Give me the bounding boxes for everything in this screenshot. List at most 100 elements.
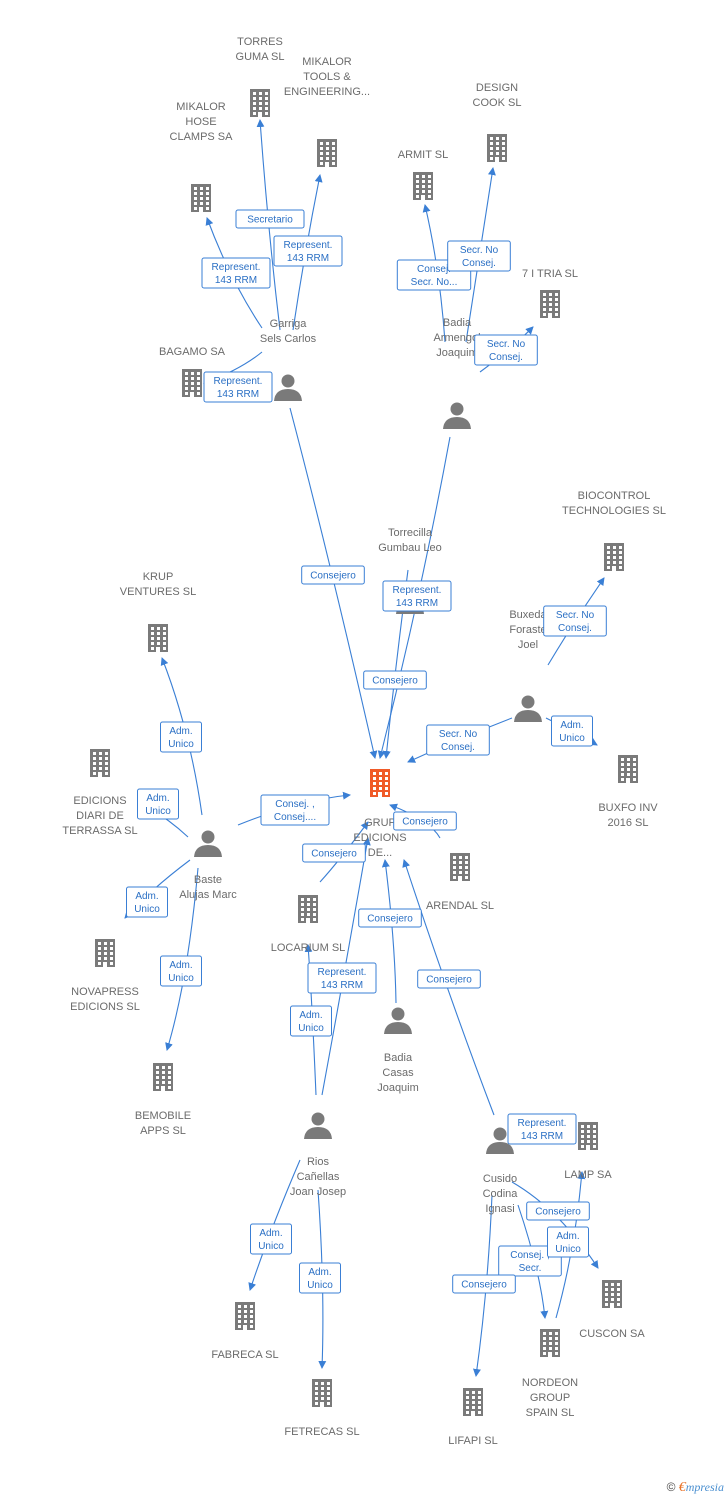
node-label: HOSE xyxy=(185,116,216,128)
node-label: BUXFO INV xyxy=(598,802,658,814)
edge-label: Consejero xyxy=(452,1274,516,1294)
node-arendal[interactable]: ARENDAL SL xyxy=(426,853,494,912)
edge-label-text: Secr. No xyxy=(439,729,478,740)
edge-label: Consejero xyxy=(302,843,366,863)
node-label: Torrecilla xyxy=(388,527,433,539)
edge-label-text: Secr. No... xyxy=(411,277,458,288)
node-fabreca[interactable]: FABRECA SL xyxy=(211,1302,279,1361)
building-icon xyxy=(182,369,202,397)
node-label: EDICIONS SL xyxy=(70,1001,140,1013)
edge-label-text: Unico xyxy=(307,1280,333,1291)
person-icon xyxy=(274,374,302,401)
building-icon xyxy=(235,1302,255,1330)
edge-label-text: Unico xyxy=(168,973,194,984)
node-label: GUMA SL xyxy=(236,51,285,63)
edge-label-text: Adm. xyxy=(556,1231,579,1242)
edge-cusido-to-grup xyxy=(402,859,495,1116)
node-label: TORRES xyxy=(237,36,283,48)
node-cuscon[interactable]: CUSCON SA xyxy=(579,1280,645,1340)
person-icon xyxy=(486,1127,514,1154)
node-lifapi[interactable]: LIFAPI SL xyxy=(448,1388,498,1447)
edge-label-text: Consej. xyxy=(558,623,592,634)
node-label: Baste xyxy=(194,874,222,886)
building-icon xyxy=(487,134,507,162)
node-label: Armengol xyxy=(433,332,480,344)
building-icon xyxy=(370,769,390,797)
node-label: SPAIN SL xyxy=(526,1407,575,1419)
node-torres[interactable]: TORRES GUMA SL xyxy=(236,36,285,117)
node-fetrecas[interactable]: FETRECAS SL xyxy=(284,1379,360,1438)
node-label: COOK SL xyxy=(473,97,522,109)
node-grup[interactable]: GRUPEDICIONSDE... xyxy=(353,769,407,859)
edge-label-text: 143 RRM xyxy=(321,980,363,991)
brand-footer: © €mpresia xyxy=(667,1480,724,1496)
node-label: EDICIONS xyxy=(73,795,126,807)
node-label: Badia xyxy=(384,1052,413,1064)
person-icon xyxy=(384,1007,412,1034)
edge-label: Represent.143 RRM xyxy=(507,1113,577,1145)
node-bagamo[interactable]: BAGAMO SA xyxy=(159,346,226,397)
node-armit[interactable]: ARMIT SL xyxy=(398,149,449,200)
node-label: EDICIONS xyxy=(353,832,406,844)
node-label: TECHNOLOGIES SL xyxy=(562,505,666,517)
building-icon xyxy=(250,89,270,117)
edge-label-text: Secretario xyxy=(247,215,293,226)
edge-label-text: Represent. xyxy=(318,967,367,978)
node-lamp[interactable]: LAMP SA xyxy=(564,1122,612,1181)
building-icon xyxy=(578,1122,598,1150)
edge-label: Consejero xyxy=(363,670,427,690)
edge-label-text: Unico xyxy=(145,806,171,817)
brand-logo-letter: € xyxy=(678,1480,686,1495)
edge-badia_casas-to-grup xyxy=(381,859,397,1004)
node-locarium[interactable]: LOCARIUM SL xyxy=(271,895,346,954)
node-label: Joaquim xyxy=(436,347,478,359)
node-biocontrol[interactable]: BIOCONTROL TECHNOLOGIES SL xyxy=(562,490,666,571)
node-seven_i_tria[interactable]: 7 I TRIA SL xyxy=(522,268,578,318)
building-icon xyxy=(312,1379,332,1407)
node-label: DE... xyxy=(368,847,392,859)
edge-label-text: Consej. xyxy=(462,258,496,269)
edge-label-text: Represent. xyxy=(393,585,442,596)
node-label: Ignasi xyxy=(485,1203,514,1215)
edge-label-text: Consejero xyxy=(367,914,413,925)
node-label: GROUP xyxy=(530,1392,570,1404)
node-label: CUSCON SA xyxy=(579,1328,645,1340)
edge-label-text: Adm. xyxy=(146,793,169,804)
edge-label-text: Adm. xyxy=(135,891,158,902)
edge-label-text: Consej.... xyxy=(274,812,316,823)
edge-label-text: Adm. xyxy=(299,1010,322,1021)
edge-label-text: Adm. xyxy=(169,960,192,971)
edge-label: Consej. ,Secr. xyxy=(498,1245,562,1277)
node-label: KRUP xyxy=(143,571,174,583)
node-label: NOVAPRESS xyxy=(71,986,139,998)
edge-label: Adm. Unico xyxy=(137,788,179,820)
edge-label-text: Secr. No xyxy=(487,339,526,350)
node-label: BIOCONTROL xyxy=(578,490,651,502)
edge-label-text: 143 RRM xyxy=(521,1131,563,1142)
building-icon xyxy=(463,1388,483,1416)
node-label: FETRECAS SL xyxy=(284,1426,359,1438)
building-icon xyxy=(540,290,560,318)
node-novapress[interactable]: NOVAPRESS EDICIONS SL xyxy=(70,939,140,1013)
edge-label: Adm.Unico xyxy=(160,721,202,753)
edge-label-text: Consej. , xyxy=(275,799,314,810)
